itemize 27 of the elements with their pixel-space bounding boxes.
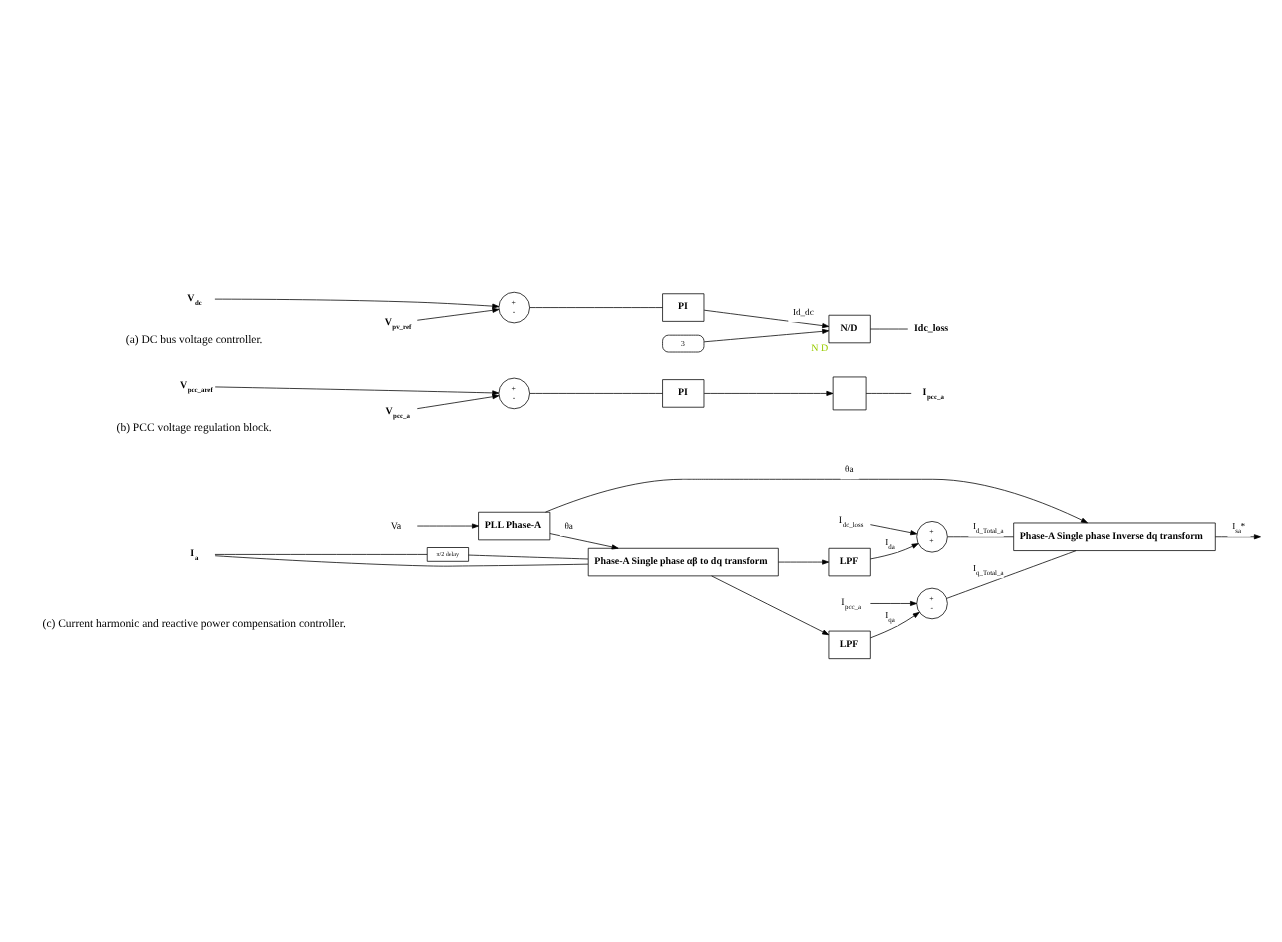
arrow (870, 610, 920, 638)
arrow (416, 306, 500, 320)
connector (870, 327, 909, 329)
arrow (214, 297, 500, 308)
connector (468, 553, 589, 559)
connector (947, 535, 1014, 537)
arrow (778, 558, 830, 564)
arrow (703, 308, 830, 328)
arrow (870, 599, 917, 605)
connector (214, 553, 428, 554)
arrow (711, 574, 830, 635)
connector (529, 306, 663, 307)
connector (865, 392, 912, 393)
arrow (416, 393, 500, 409)
connector (214, 554, 589, 566)
arrow (545, 477, 1088, 523)
arrow (1214, 533, 1261, 539)
arrow (416, 522, 479, 528)
connector (946, 549, 1077, 598)
arrow (549, 532, 619, 549)
arrow (870, 542, 919, 559)
arrow (703, 389, 834, 395)
node-box (832, 375, 867, 410)
arrow (214, 385, 500, 395)
arrow (870, 523, 918, 535)
arrow (703, 327, 830, 342)
connector (529, 392, 663, 393)
